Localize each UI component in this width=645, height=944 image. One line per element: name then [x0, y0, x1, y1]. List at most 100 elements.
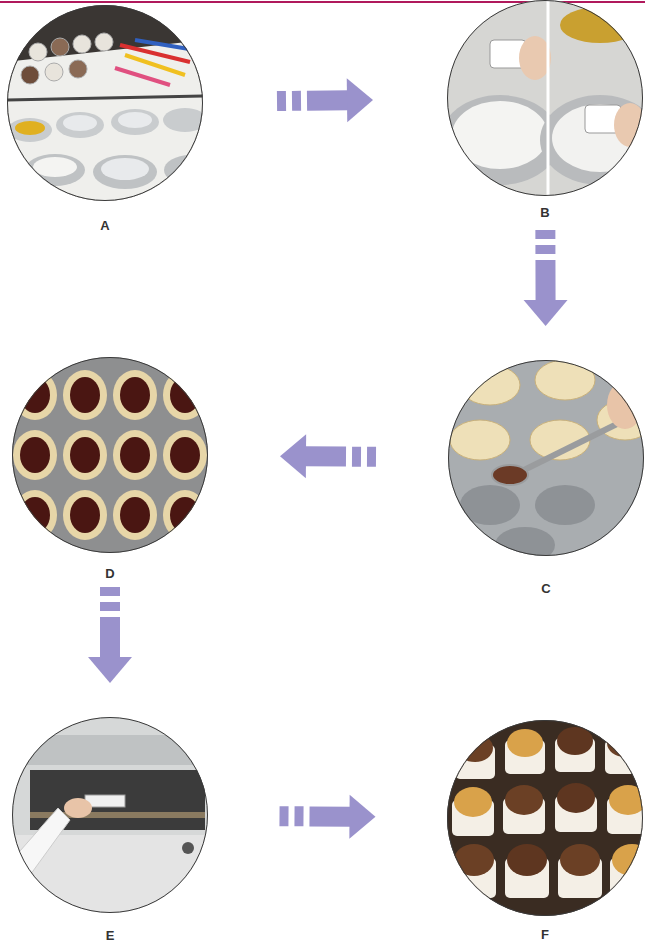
ramekin: [29, 43, 47, 61]
step-circle: A: [7, 5, 203, 201]
flour: [552, 104, 645, 172]
flow-arrow: [208, 795, 447, 839]
bowl-content: [63, 115, 97, 131]
flow-arrow: [208, 434, 448, 478]
baked-top: [612, 844, 645, 876]
step-letter: B: [448, 205, 642, 221]
arrow-head: [347, 78, 373, 122]
ramekin: [51, 38, 69, 56]
ramekin: [95, 33, 113, 51]
baked-top: [454, 787, 492, 817]
baked-top: [457, 734, 493, 762]
arrow-head: [524, 300, 568, 326]
tart-shell: [163, 430, 207, 480]
step-letter: E: [13, 928, 207, 944]
arrow-shaft: [208, 456, 448, 458]
hand: [607, 381, 643, 429]
step-circle: B: [447, 0, 643, 196]
arrow-shaft: [535, 196, 555, 360]
baked-tarts-photo: [447, 720, 645, 920]
bowl: [540, 95, 645, 185]
bowl-content: [33, 157, 77, 177]
baked-top: [607, 729, 643, 757]
filling: [20, 377, 50, 413]
paper-cup: [605, 740, 645, 774]
filling: [170, 377, 200, 413]
filling: [70, 377, 100, 413]
arrow-head: [349, 795, 375, 839]
arrow-head: [280, 434, 306, 478]
utensil: [135, 40, 195, 50]
flow-arrow: [524, 196, 568, 360]
step-letter: A: [8, 218, 202, 234]
filling-photo: [446, 358, 645, 563]
tart-shell: [13, 430, 57, 480]
photo-background: [12, 717, 212, 917]
photo-background: [5, 5, 205, 205]
step-circle: D: [12, 357, 208, 553]
baked-top: [557, 783, 595, 813]
oven-frame: [12, 735, 212, 765]
bowl: [93, 155, 157, 189]
spoon-bowl: [492, 465, 528, 485]
tart-shell: [450, 420, 510, 460]
photo-divider: [547, 0, 550, 200]
arrow-shaft: [100, 553, 120, 717]
flow-arrow: [203, 78, 447, 122]
step-circle: F: [447, 720, 643, 916]
baking-tray: [446, 358, 645, 558]
tart-shell: [113, 430, 157, 480]
bowl-of-eggs: [560, 7, 640, 43]
filling: [70, 437, 100, 473]
baked-top: [507, 844, 547, 876]
filling: [170, 437, 200, 473]
baked-top: [557, 727, 593, 755]
step-letter: C: [449, 581, 643, 597]
arrow-shaft: [203, 99, 447, 102]
ramekin: [73, 35, 91, 53]
flour: [452, 101, 548, 169]
tart-shell: [13, 370, 57, 420]
baked-top: [609, 785, 645, 815]
oven-knob: [182, 842, 194, 854]
tart-shell: [113, 490, 157, 540]
empty-cavity: [535, 485, 595, 525]
tart-shell: [535, 360, 595, 400]
bowl: [56, 112, 104, 138]
hand: [64, 798, 92, 818]
step-letter: F: [448, 927, 642, 943]
filling: [120, 497, 150, 533]
filling: [170, 497, 200, 533]
step-circle: E: [12, 717, 208, 913]
filling: [70, 497, 100, 533]
bowl: [163, 108, 207, 132]
baking-tray: [12, 357, 212, 557]
bowl-content: [118, 112, 152, 128]
filling: [120, 437, 150, 473]
filling: [20, 497, 50, 533]
tart-shell: [63, 430, 107, 480]
bowl: [25, 154, 85, 186]
arrow-head: [88, 657, 132, 683]
empty-cavity: [460, 485, 520, 525]
baked-top: [507, 729, 543, 757]
flow-arrow: [88, 553, 132, 717]
bowl-content: [101, 158, 149, 180]
bowl-content: [15, 121, 45, 135]
flour-photo: [440, 0, 645, 200]
tart-shell: [13, 490, 57, 540]
tart-shell: [163, 370, 207, 420]
arrow-shaft: [208, 816, 447, 818]
bowl: [111, 109, 159, 135]
bowl: [164, 155, 216, 185]
ramekin: [45, 63, 63, 81]
filling: [120, 377, 150, 413]
bowl: [8, 118, 52, 142]
filling: [20, 437, 50, 473]
ramekin: [69, 60, 87, 78]
filled-tarts-photo: [12, 357, 212, 557]
hand: [614, 103, 645, 147]
